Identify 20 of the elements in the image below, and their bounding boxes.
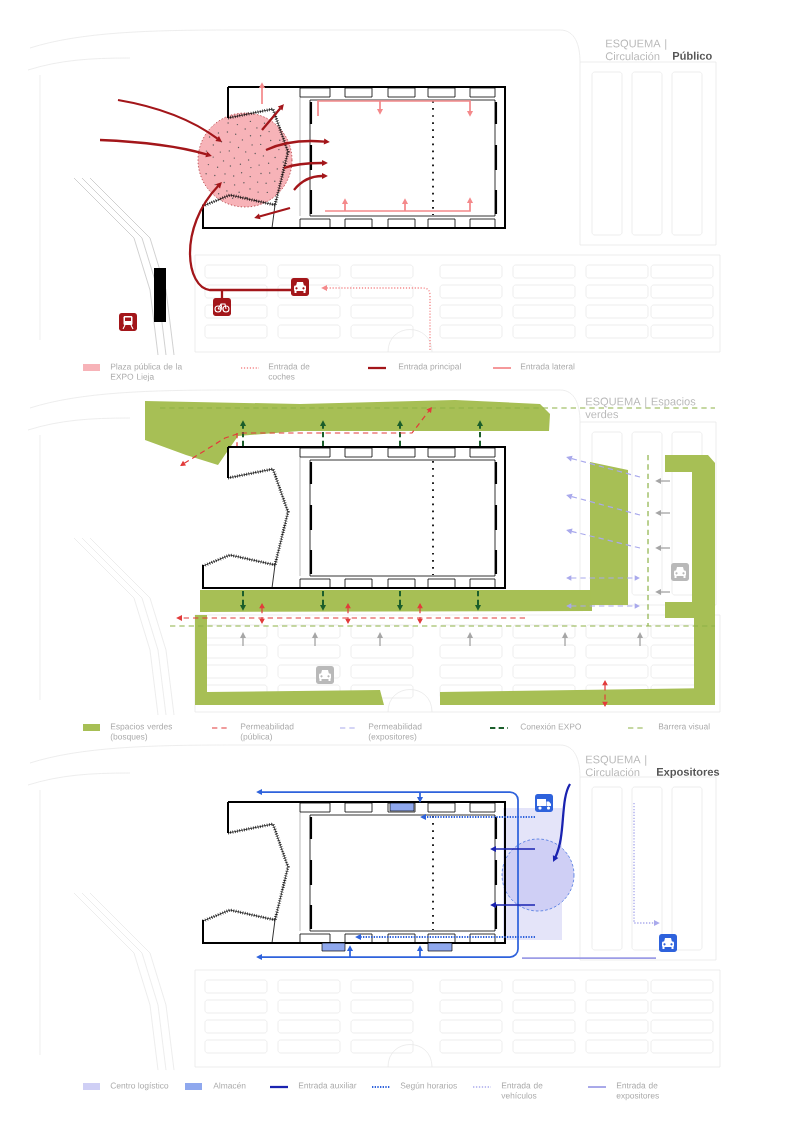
panel-title: ESQUEMA | Espacios verdes — [585, 397, 696, 419]
legend-label: Entrada principal — [398, 363, 461, 372]
legend-label: Entrada de coches — [268, 363, 310, 380]
legend-label: Conexión EXPO — [520, 723, 581, 730]
legend-label: Plaza pública de la EXPO Lieja — [110, 363, 183, 382]
legend-label: Entrada lateral — [520, 363, 575, 370]
panel-title: ESQUEMA | Circulación — [585, 755, 647, 777]
legend-label: Permeabilidad (expositores) — [368, 723, 422, 742]
legend-label: Barrera visual — [658, 723, 710, 730]
legend-label: Almacén — [213, 1082, 246, 1089]
legend-label: Según horarios — [400, 1082, 457, 1091]
legend-label: Centro logístico — [110, 1082, 169, 1091]
legend-label: Entrada auxiliar — [298, 1082, 357, 1089]
title-keyword: Público — [673, 51, 712, 60]
legend-label: Entrada de vehículos — [501, 1082, 543, 1099]
title-keyword: Expositores — [657, 767, 720, 778]
legend-label: Espacios verdes (bosques) — [110, 723, 173, 742]
panel-title: ESQUEMA | Circulación — [605, 39, 667, 61]
legend-label: Permeabilidad (pública) — [240, 723, 294, 742]
legend-label: Entrada de expositores — [616, 1082, 659, 1101]
